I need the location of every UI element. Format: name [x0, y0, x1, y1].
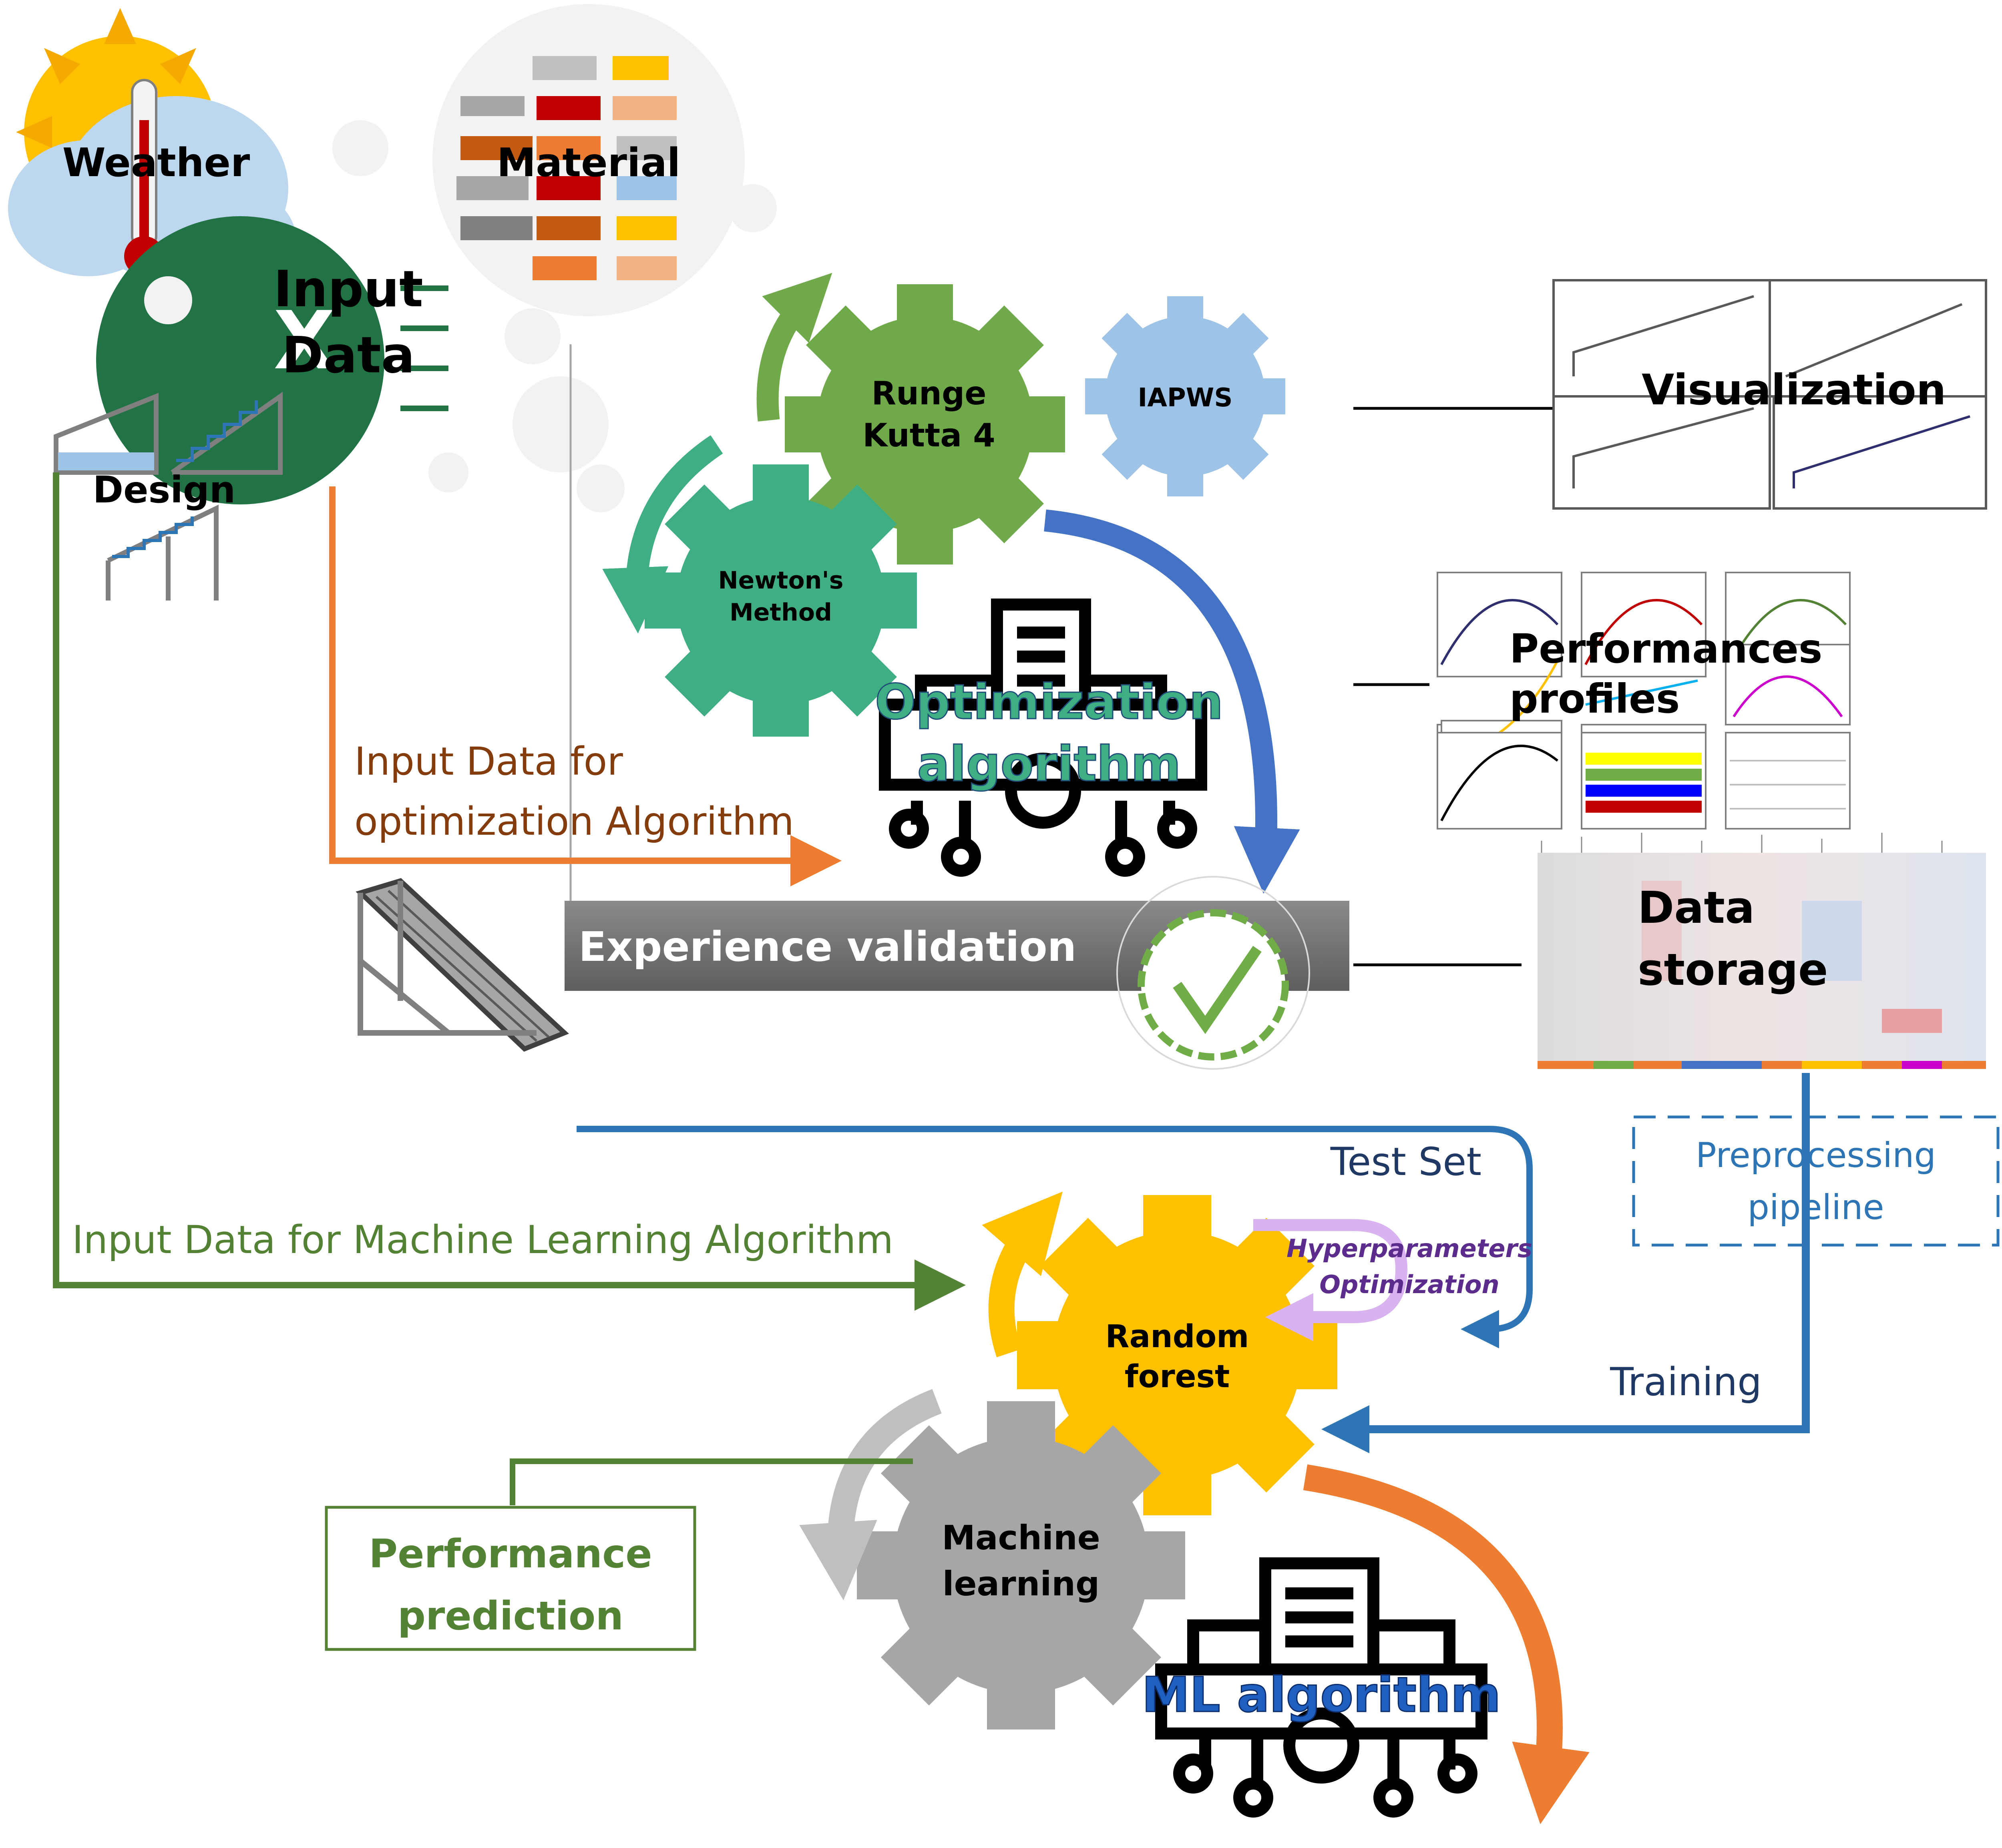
optimization-label-line2: algorithm — [917, 737, 1181, 792]
newtons-method-label-line1: Newton's — [718, 566, 843, 595]
preprocessing-label-line1: Preprocessing — [1696, 1135, 1936, 1175]
ml-algorithm-label: ML algorithm — [1142, 1667, 1501, 1723]
machine-learning-gear — [857, 1401, 1185, 1729]
optimization-flow-arrow — [1044, 509, 1300, 894]
cycle-arrow-newton — [602, 435, 723, 634]
visualization-label: Visualization — [1642, 366, 1946, 414]
material-label: Material — [497, 140, 681, 186]
input-opt-arrow — [329, 486, 842, 886]
performance-profile-plots — [1437, 572, 1851, 830]
test-set-label: Test Set — [1330, 1139, 1481, 1184]
newtons-method-gear — [645, 464, 917, 737]
data-storage-label-line2: storage — [1638, 944, 1828, 995]
hyperparameters-loop-arrow — [1253, 1219, 1408, 1341]
random-forest-label-line2: forest — [1125, 1359, 1230, 1395]
decorative-bubbles — [144, 120, 777, 512]
performance-prediction-connector — [510, 1458, 913, 1505]
data-storage-label-line1: Data — [1638, 882, 1755, 933]
design-drawings — [54, 392, 283, 601]
performance-prediction-label-line2: prediction — [398, 1593, 623, 1639]
input-data-label-line2: Data — [282, 326, 415, 384]
preprocessing-label-line2: pipeline — [1747, 1187, 1884, 1227]
optimization-label-line1: Optimization — [875, 675, 1223, 730]
input-ml-label: Input Data for Machine Learning Algorith… — [72, 1217, 893, 1262]
runge-kutta-label-line1: Runge — [871, 375, 986, 412]
performance-prediction-label-line1: Performance — [369, 1531, 652, 1577]
cycle-arrow-yellow — [982, 1191, 1063, 1358]
random-forest-label-line1: Random — [1106, 1319, 1249, 1355]
iapws-label: IAPWS — [1138, 383, 1233, 413]
ml-algorithm-icon — [1155, 1557, 1487, 1818]
performance-prediction-box — [325, 1506, 696, 1651]
data-storage-heatmap — [1538, 833, 1986, 1069]
training-arrow — [1321, 1073, 1810, 1453]
runge-kutta-label-line2: Kutta 4 — [862, 417, 995, 454]
input-data-label-line1: Input — [273, 260, 423, 318]
hyperparameters-label-line1: Hyperparameters — [1286, 1234, 1532, 1263]
optimization-algorithm-icon — [879, 599, 1207, 877]
preprocessing-box — [1632, 1115, 2000, 1247]
performances-label-line1: Performances — [1510, 625, 1822, 672]
cycle-arrow-runge — [756, 273, 832, 422]
iapws-gear — [1085, 296, 1285, 496]
solar-collector-image — [356, 878, 569, 1052]
input-opt-label-line1: Input Data for — [354, 739, 623, 784]
material-samples-image — [432, 4, 745, 316]
ml-output-arrow — [1303, 1464, 1590, 1824]
training-label: Training — [1610, 1360, 1762, 1404]
newtons-method-label-line2: Method — [730, 599, 832, 627]
design-label: Design — [93, 468, 235, 511]
machine-learning-label-line2: learning — [943, 1564, 1099, 1603]
machine-learning-label-line1: Machine — [942, 1518, 1100, 1557]
validation-check-icon — [1116, 876, 1310, 1070]
weather-label: Weather — [62, 140, 250, 186]
visualization-plots — [1552, 279, 1987, 510]
experience-validation-label: Experience validation — [579, 923, 1076, 971]
input-ml-arrow — [53, 472, 966, 1311]
hyperparameters-label-line2: Optimization — [1319, 1270, 1499, 1299]
input-opt-label-line2: optimization Algorithm — [354, 799, 794, 844]
performances-label-line2: profiles — [1510, 675, 1680, 722]
test-set-arrow — [577, 1126, 1533, 1348]
svg-text:X: X — [273, 294, 335, 388]
